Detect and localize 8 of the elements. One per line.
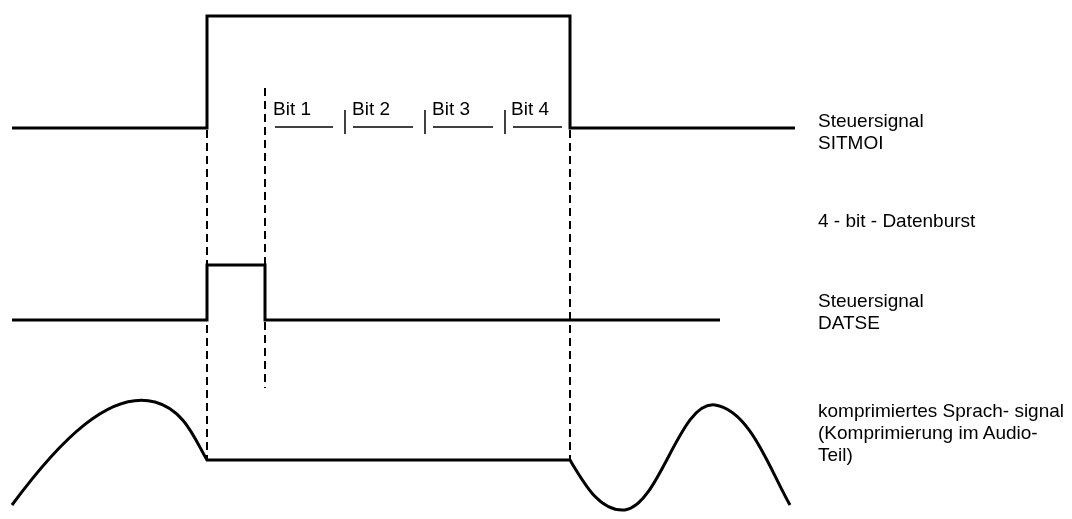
bit-label: Bit 4 <box>511 98 550 120</box>
signal-name: Steuersignal DATSE <box>818 290 925 334</box>
signal-name: Steuersignal SITMOI <box>818 110 925 154</box>
bit-label: Bit 2 <box>352 98 391 120</box>
bit-label: Bit 3 <box>432 98 471 120</box>
signal-name: 4 - bit - Datenburst <box>818 210 976 232</box>
bit-label: Bit 1 <box>273 98 312 120</box>
signal-name: komprimiertes Sprach- signal (Komprimierung im Audio-Teil) <box>818 400 1066 466</box>
